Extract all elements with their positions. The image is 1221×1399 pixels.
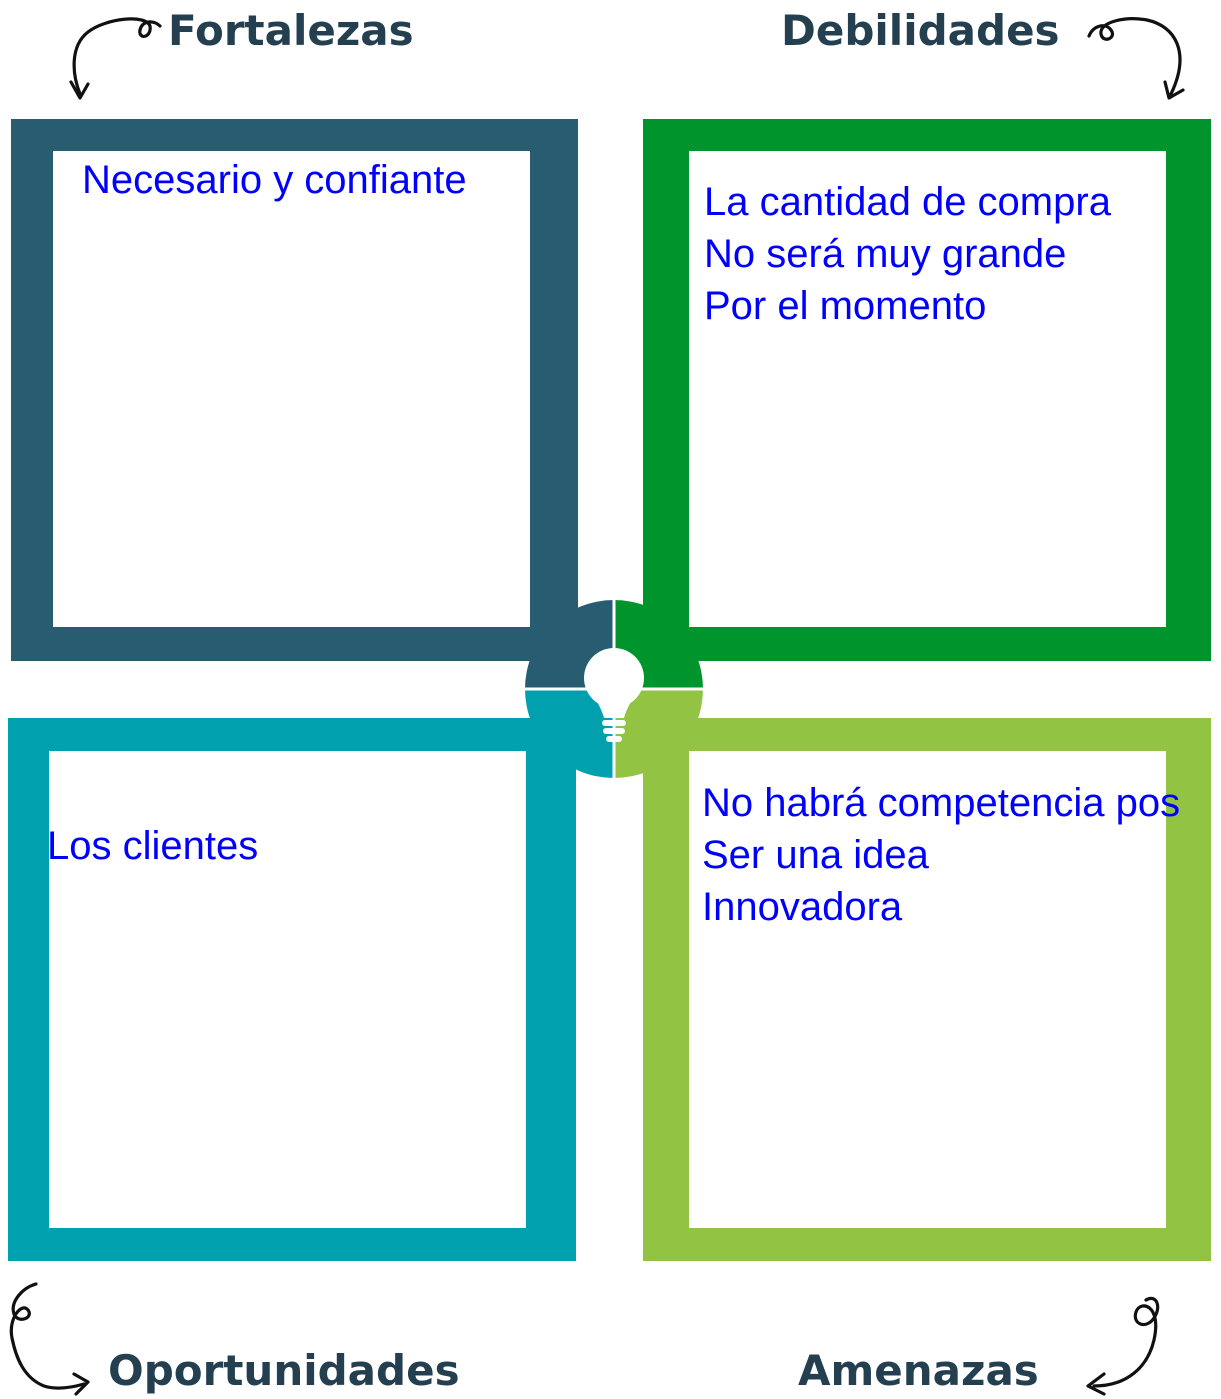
fortalezas-note[interactable]: Necesario y confiante xyxy=(82,158,467,202)
curly-arrow-icon xyxy=(1087,17,1185,100)
oportunidades-content: Los clientes xyxy=(49,751,526,1228)
amenazas-note[interactable]: No habrá competencia pos Ser una idea In… xyxy=(702,781,1181,929)
amenazas-content: No habrá competencia pos Ser una idea In… xyxy=(689,751,1180,1228)
curly-arrow-icon xyxy=(1086,1296,1160,1396)
debilidades-content: La cantidad de compra No será muy grande… xyxy=(689,151,1166,627)
oportunidades-panel: Los clientes xyxy=(8,718,576,1261)
oportunidades-note[interactable]: Los clientes xyxy=(49,824,259,868)
fortalezas-content: Necesario y confiante xyxy=(53,151,530,627)
fortalezas-title: Fortalezas xyxy=(168,6,414,55)
curly-arrow-icon xyxy=(9,1282,90,1396)
fortalezas-panel: Necesario y confiante xyxy=(11,119,578,661)
debilidades-panel: La cantidad de compra No será muy grande… xyxy=(643,119,1211,661)
debilidades-title: Debilidades xyxy=(781,6,1060,55)
lightbulb-icon xyxy=(584,648,644,742)
amenazas-panel: No habrá competencia pos Ser una idea In… xyxy=(643,718,1211,1261)
oportunidades-title: Oportunidades xyxy=(108,1346,460,1395)
amenazas-title: Amenazas xyxy=(798,1346,1039,1395)
curly-arrow-icon xyxy=(69,17,162,100)
debilidades-note[interactable]: La cantidad de compra No será muy grande… xyxy=(704,180,1111,328)
